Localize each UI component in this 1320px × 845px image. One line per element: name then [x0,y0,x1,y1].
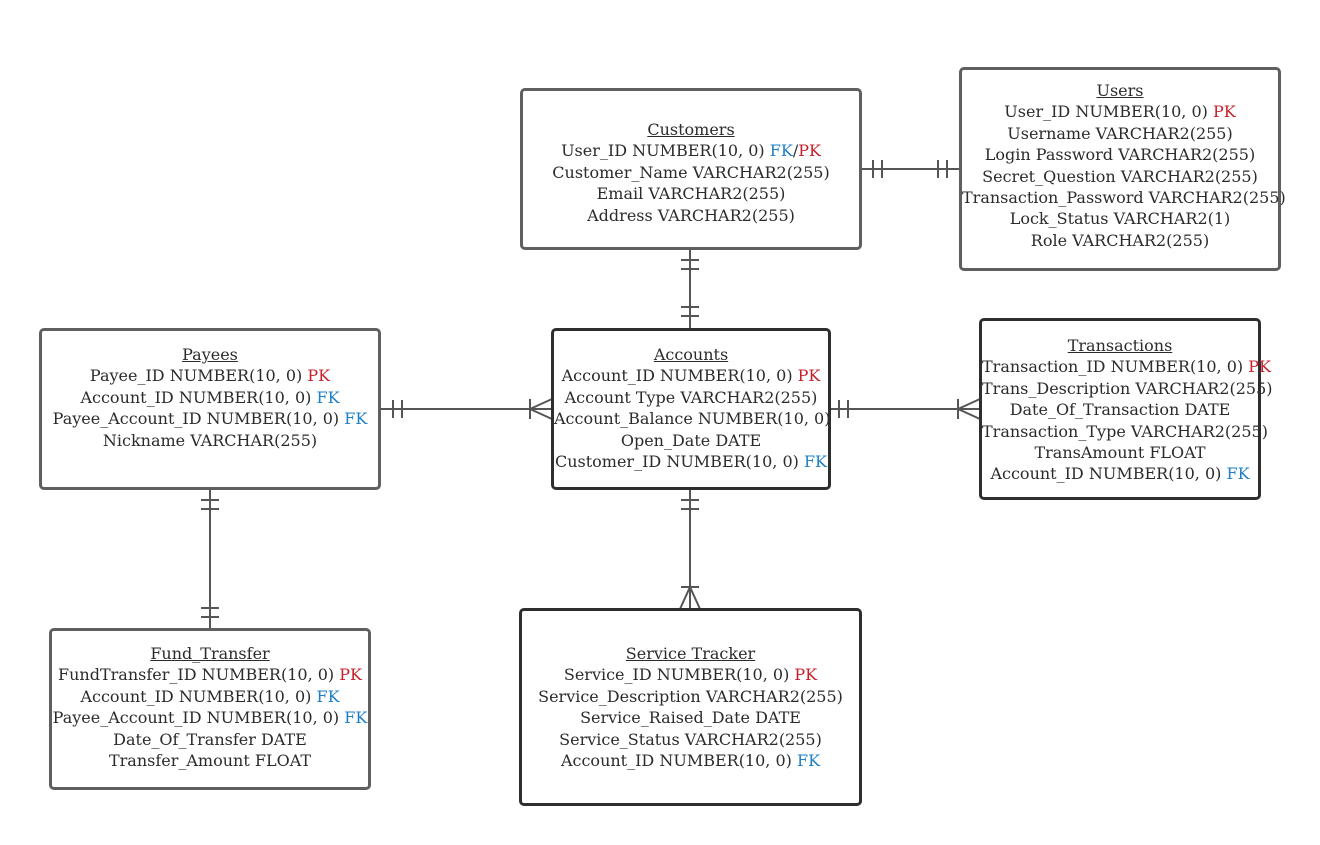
attr-transfer-amount: Transfer_Amount FLOAT [108,751,312,771]
attr-trans-amount: TransAmount FLOAT [1034,443,1206,463]
attr-transaction-type: Transaction_Type VARCHAR2(255) [982,421,1268,441]
attr-text: Service_ID NUMBER(10, 0) [563,665,790,685]
attr-text: Payee_ID NUMBER(10, 0) [89,366,303,386]
attr-payee-account-id: Payee_Account_ID NUMBER(10, 0) FK [42,408,378,429]
entity-title-users: Users [1096,81,1144,100]
attr-secret-question: Secret_Question VARCHAR2(255) [982,166,1258,186]
rel-customers-accounts [681,250,699,328]
attr-text: Account_ID NUMBER(10, 0) [561,366,793,386]
rel-accounts-service-tracker [679,490,701,610]
attr-account-id: Account_ID NUMBER(10, 0) FK [982,463,1258,484]
attr-lock-status: Lock_Status VARCHAR2(1) [1009,209,1231,229]
attr-account-id: Account_ID NUMBER(10, 0) FK [52,686,368,707]
entity-service-tracker: Service Tracker Service_ID NUMBER(10, 0)… [519,608,862,806]
pk-label: PK [307,366,331,386]
attr-account-type: Account Type VARCHAR2(255) [564,387,818,407]
rel-payees-accounts [381,398,553,420]
attr-user-id: User_ID NUMBER(10, 0) FK/PK [523,140,859,161]
attr-text: Account_ID NUMBER(10, 0) [560,751,792,771]
fk-label: FK [344,708,368,728]
entity-title-payees: Payees [182,345,238,364]
attr-role: Role VARCHAR2(255) [1030,230,1210,250]
attr-date-of-transfer: Date_Of_Transfer DATE [113,729,307,749]
attr-service-raised-date: Service_Raised_Date DATE [580,708,801,728]
rel-customers-users [862,160,960,178]
attr-text: Account_ID NUMBER(10, 0) [80,686,312,706]
attr-account-balance: Account_Balance NUMBER(10, 0) [554,409,831,429]
pk-label: PK [794,665,818,685]
entity-title-service-tracker: Service Tracker [625,644,756,663]
attr-date-of-transaction: Date_Of_Transaction DATE [1009,400,1231,420]
attr-text: User_ID NUMBER(10, 0) [1004,102,1208,122]
attr-text: Account_ID NUMBER(10, 0) [80,387,312,407]
pk-label: PK [1212,102,1236,122]
fk-label: FK [316,387,340,407]
attr-text: Payee_Account_ID NUMBER(10, 0) [52,708,340,728]
attr-payee-account-id: Payee_Account_ID NUMBER(10, 0) FK [52,707,368,728]
fk-label: FK [1226,464,1250,484]
attr-text: Payee_Account_ID NUMBER(10, 0) [52,409,340,429]
rel-accounts-transactions [830,398,981,420]
entity-title-accounts: Accounts [653,345,729,364]
entity-title-fund-transfer: Fund_Transfer [150,644,270,663]
attr-nickname: Nickname VARCHAR(255) [102,430,318,450]
entity-customers: Customers User_ID NUMBER(10, 0) FK/PK Cu… [520,88,862,250]
fk-label: FK [803,452,828,472]
key-separator: / [792,141,799,161]
attr-account-id: Account_ID NUMBER(10, 0) PK [554,365,828,386]
attr-address: Address VARCHAR2(255) [587,205,795,225]
attr-open-date: Open_Date DATE [620,430,762,450]
attr-customer-name: Customer_Name VARCHAR2(255) [552,162,830,182]
attr-service-description: Service_Description VARCHAR2(255) [538,686,843,706]
entity-title-customers: Customers [647,120,735,139]
pk-label: PK [339,665,362,685]
attr-transaction-password: Transaction_Password VARCHAR2(255) [962,188,1286,208]
pk-label: PK [798,141,821,161]
fk-label: FK [316,686,340,706]
attr-user-id: User_ID NUMBER(10, 0) PK [962,101,1278,122]
attr-text: Customer_ID NUMBER(10, 0) [554,452,799,472]
attr-text: Transaction_ID NUMBER(10, 0) [982,357,1244,377]
attr-transaction-id: Transaction_ID NUMBER(10, 0) PK [982,356,1271,377]
fk-label: FK [769,141,793,161]
attr-text: FundTransfer_ID NUMBER(10, 0) [58,665,335,685]
entity-accounts: Accounts Account_ID NUMBER(10, 0) PK Acc… [551,328,831,490]
attr-service-id: Service_ID NUMBER(10, 0) PK [522,664,859,685]
entity-users: Users User_ID NUMBER(10, 0) PK Username … [959,67,1286,271]
attr-trans-description: Trans_Description VARCHAR2(255) [982,378,1273,398]
attr-username: Username VARCHAR2(255) [1007,123,1233,143]
attr-payee-id: Payee_ID NUMBER(10, 0) PK [42,365,378,386]
entity-payees: Payees Payee_ID NUMBER(10, 0) PK Account… [39,328,381,490]
entity-title-transactions: Transactions [1067,336,1173,355]
attr-account-id: Account_ID NUMBER(10, 0) FK [42,387,378,408]
attr-service-status: Service_Status VARCHAR2(255) [559,729,822,749]
attr-account-id: Account_ID NUMBER(10, 0) FK [522,750,859,771]
entity-fund-transfer: Fund_Transfer FundTransfer_ID NUMBER(10,… [49,628,371,790]
attr-fundtransfer-id: FundTransfer_ID NUMBER(10, 0) PK [52,664,368,685]
attr-email: Email VARCHAR2(255) [596,184,786,204]
fk-label: FK [344,409,368,429]
entity-transactions: Transactions Transaction_ID NUMBER(10, 0… [979,318,1273,500]
pk-label: PK [797,366,821,386]
attr-text: User_ID NUMBER(10, 0) [561,141,765,161]
attr-customer-id: Customer_ID NUMBER(10, 0) FK [554,451,828,472]
pk-label: PK [1248,357,1271,377]
attr-text: Account_ID NUMBER(10, 0) [990,464,1222,484]
attr-login-password: Login Password VARCHAR2(255) [984,145,1256,165]
fk-label: FK [796,751,821,771]
rel-payees-fund-transfer [201,490,219,629]
